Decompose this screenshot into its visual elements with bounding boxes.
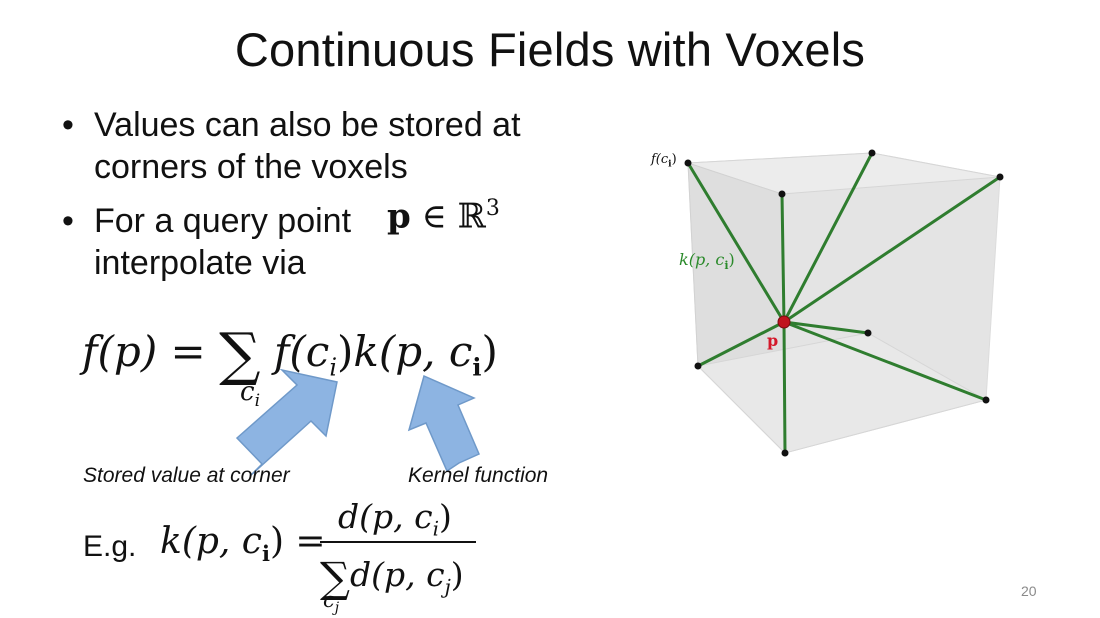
kernel-line <box>686 161 786 324</box>
corner-dot <box>982 396 990 404</box>
label-kernel: k(p, ci) <box>679 250 735 273</box>
math-exponent: 3 <box>485 196 500 221</box>
query-point-math: p ∈ ℝ3 <box>387 196 500 236</box>
corner-dot <box>694 362 702 370</box>
bullet-dot: • <box>62 202 74 240</box>
interpolation-equation: f(p) = ∑ f(ci)k(p, ci) <box>82 320 498 388</box>
corner-dot <box>781 449 789 457</box>
slide-title: Continuous Fields with Voxels <box>234 23 866 76</box>
bullet-1-text: Values can also be stored at corners of … <box>94 104 521 188</box>
corner-dot <box>684 159 692 167</box>
bullet-1-line-1: Values can also be stored at <box>94 106 521 144</box>
label-corner-value: f(ci) <box>651 152 677 170</box>
arrow-kernel <box>407 374 480 473</box>
query-point <box>777 315 791 329</box>
eq-k-term: k(p, c <box>353 327 473 376</box>
kernel-line <box>782 175 1002 324</box>
example-denominator-subscript: cj <box>323 588 340 617</box>
corner-dot <box>778 190 786 198</box>
corner-dot <box>868 149 876 157</box>
page-number: 20 <box>1021 583 1037 599</box>
eq-lhs: f(p) = <box>82 327 206 376</box>
example-denominator: ∑d(p, cj) <box>320 553 464 602</box>
label-query-point: p <box>767 331 779 350</box>
caption-stored-value: Stored value at corner <box>83 464 290 487</box>
kernel-lines <box>686 151 1002 455</box>
bullet-1-line-2: corners of the voxels <box>94 148 408 186</box>
example-numerator: d(p, ci) <box>338 497 452 541</box>
arrow-stored-value <box>235 368 338 477</box>
bullet-2-text: For a query point interpolate via <box>94 200 351 284</box>
corner-dots <box>684 149 1004 457</box>
fraction-bar <box>320 541 476 543</box>
eq-f-term: f(c <box>273 327 330 376</box>
example-prefix: E.g. <box>83 530 137 563</box>
kernel-line <box>782 151 874 324</box>
corner-dot <box>996 173 1004 181</box>
kernel-line <box>782 320 787 455</box>
caption-kernel-function: Kernel function <box>408 464 549 487</box>
bullet-2-line-1: For a query point <box>94 202 352 240</box>
math-reals: ℝ <box>457 196 486 237</box>
bullet-2-line-2: interpolate via <box>94 244 306 282</box>
kernel-line <box>696 320 786 368</box>
corner-dot <box>864 329 872 337</box>
math-p: p <box>387 196 411 237</box>
kernel-line <box>780 192 786 324</box>
bullet-dot: • <box>62 106 74 144</box>
eq-sum: ∑ <box>219 320 261 388</box>
kernel-line <box>782 320 988 402</box>
math-in: ∈ <box>421 196 447 237</box>
kernel-line <box>782 320 870 335</box>
eq-sum-subscript: ci <box>240 377 260 412</box>
example-lhs: k(p, ci) = <box>160 521 326 567</box>
